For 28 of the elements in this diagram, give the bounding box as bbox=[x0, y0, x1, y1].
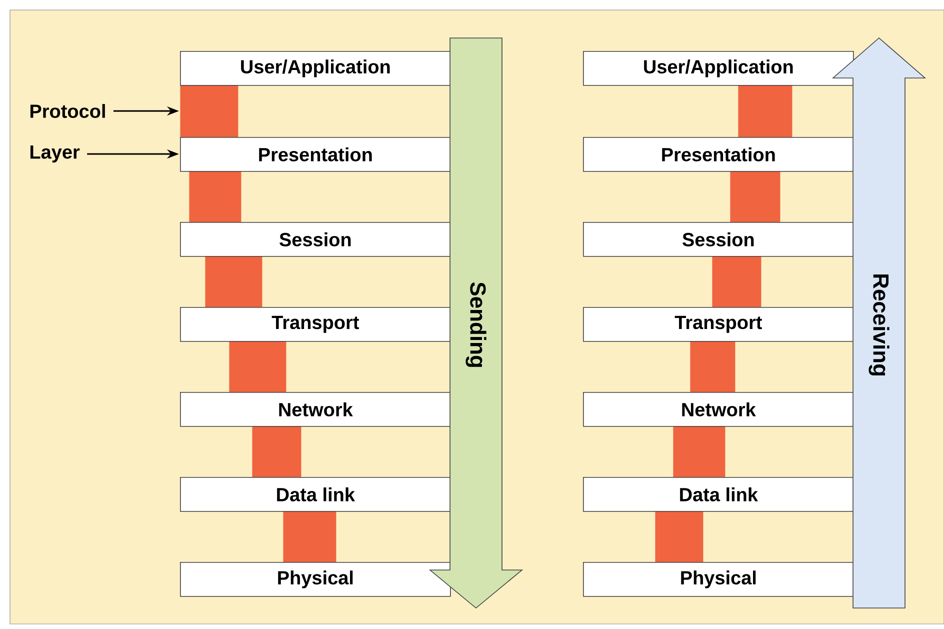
layer-box: User/Application bbox=[180, 51, 451, 86]
protocol-bar bbox=[189, 171, 242, 222]
protocol-bar bbox=[712, 256, 762, 308]
protocol-bar bbox=[180, 85, 238, 138]
layer-box: Session bbox=[583, 222, 854, 257]
protocol-bar bbox=[252, 426, 302, 478]
annotation-label: Protocol bbox=[30, 104, 105, 118]
layer-box: Physical bbox=[583, 562, 854, 597]
protocol-bar bbox=[205, 256, 262, 308]
layer-box: Transport bbox=[180, 307, 451, 342]
layer-box: Transport bbox=[583, 307, 854, 342]
layer-box: User/Application bbox=[583, 51, 854, 86]
layer-box: Network bbox=[180, 392, 451, 427]
layer-box: Presentation bbox=[583, 137, 854, 172]
layer-box: Presentation bbox=[180, 137, 451, 172]
protocol-bar bbox=[229, 341, 286, 392]
layer-box: Data link bbox=[583, 477, 854, 512]
layer-box: Physical bbox=[180, 562, 451, 597]
annotation-label: Layer bbox=[30, 146, 80, 162]
protocol-bar bbox=[655, 511, 704, 562]
protocol-bar bbox=[690, 341, 736, 392]
layer-box: Network bbox=[583, 392, 854, 427]
layer-box: Session bbox=[180, 222, 451, 257]
protocol-bar bbox=[283, 511, 336, 562]
protocol-bar bbox=[673, 426, 726, 478]
layer-box: Data link bbox=[180, 477, 451, 512]
protocol-bar bbox=[730, 171, 780, 222]
protocol-bar bbox=[738, 85, 792, 138]
